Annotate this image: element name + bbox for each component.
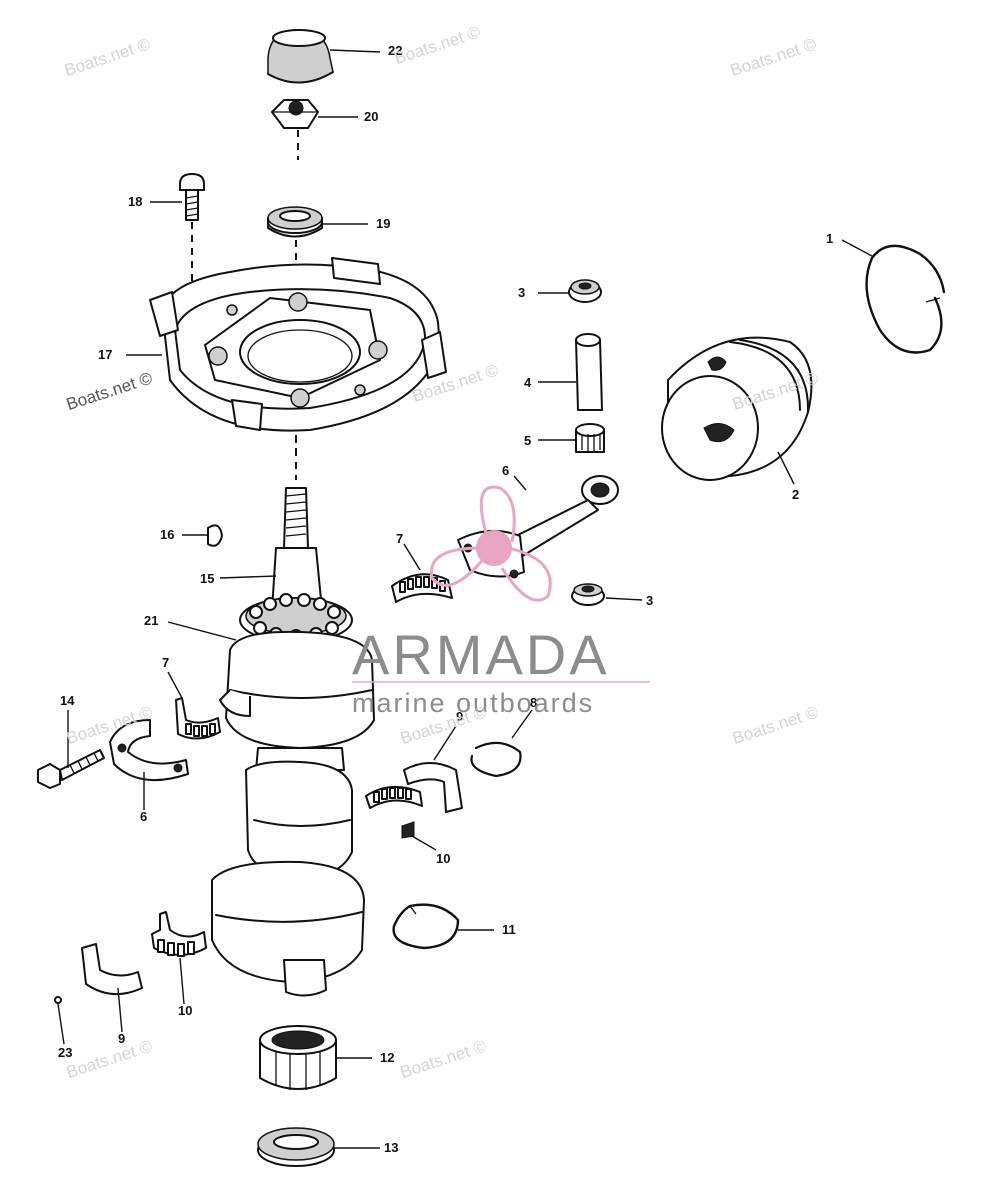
needle-bearing-7-lower (175, 697, 221, 740)
crankshaft (211, 487, 375, 997)
pin-bearing (575, 423, 605, 453)
brand-tagline: marine outboards (352, 688, 595, 718)
thrust-washer-9-upper (403, 762, 463, 813)
roller-bearing-12 (259, 1025, 337, 1090)
brand-name: ARMADA (352, 623, 610, 686)
part-label-3a: 3 (518, 285, 526, 300)
part-label-16: 16 (160, 527, 175, 542)
part-label-17: 17 (98, 347, 113, 362)
oil-seal-13 (257, 1127, 335, 1167)
thrust-washer-9-lower (81, 943, 143, 995)
armada-logo (429, 485, 552, 602)
part-label-21: 21 (144, 613, 159, 628)
part-label-11: 11 (502, 922, 516, 937)
retaining-ring-11 (392, 903, 460, 950)
part-label-6a: 6 (502, 463, 510, 478)
piston-pin-clip-upper (568, 279, 602, 303)
piston (661, 336, 813, 481)
rod-cap-bolt (37, 749, 105, 789)
part-label-2: 2 (792, 487, 800, 502)
leader-lines (57, 49, 873, 1149)
part-label-19: 19 (376, 216, 391, 231)
part-label-15: 15 (200, 571, 215, 586)
woodruff-key (207, 524, 223, 547)
part-label-7b: 7 (162, 655, 170, 670)
needle-bearing-10-lower (151, 911, 207, 957)
part-label-8: 8 (530, 695, 538, 710)
flywheel-cap (267, 29, 334, 84)
part-label-5: 5 (524, 433, 532, 448)
piston-pin-clip-lower (571, 583, 605, 606)
part-label-4: 4 (524, 375, 532, 390)
retaining-ring-8 (470, 741, 522, 778)
stator-plate (149, 257, 447, 432)
part-label-22: 22 (388, 43, 403, 58)
needle-bearing-7-upper (391, 573, 453, 603)
bolt (179, 173, 205, 290)
part-label-9b: 9 (118, 1031, 126, 1046)
rod-cap (109, 719, 189, 782)
ball-23 (54, 996, 62, 1004)
needle-bearing-10-mid (365, 785, 423, 839)
part-label-6b: 6 (140, 809, 148, 824)
part-label-20: 20 (364, 109, 379, 124)
part-label-9a: 9 (456, 709, 464, 724)
hex-nut (271, 99, 319, 129)
piston-ring (865, 244, 946, 354)
part-label-3b: 3 (646, 593, 654, 608)
part-label-12: 12 (380, 1050, 395, 1065)
part-label-10a: 10 (436, 851, 451, 866)
part-label-1: 1 (826, 231, 834, 246)
part-label-14: 14 (60, 693, 75, 708)
part-label-18: 18 (128, 194, 143, 209)
oil-seal (267, 206, 323, 238)
part-label-7a: 7 (396, 531, 404, 546)
part-label-13: 13 (384, 1140, 399, 1155)
part-label-10b: 10 (178, 1003, 193, 1018)
piston-pin (575, 333, 603, 411)
part-label-23: 23 (58, 1045, 73, 1060)
